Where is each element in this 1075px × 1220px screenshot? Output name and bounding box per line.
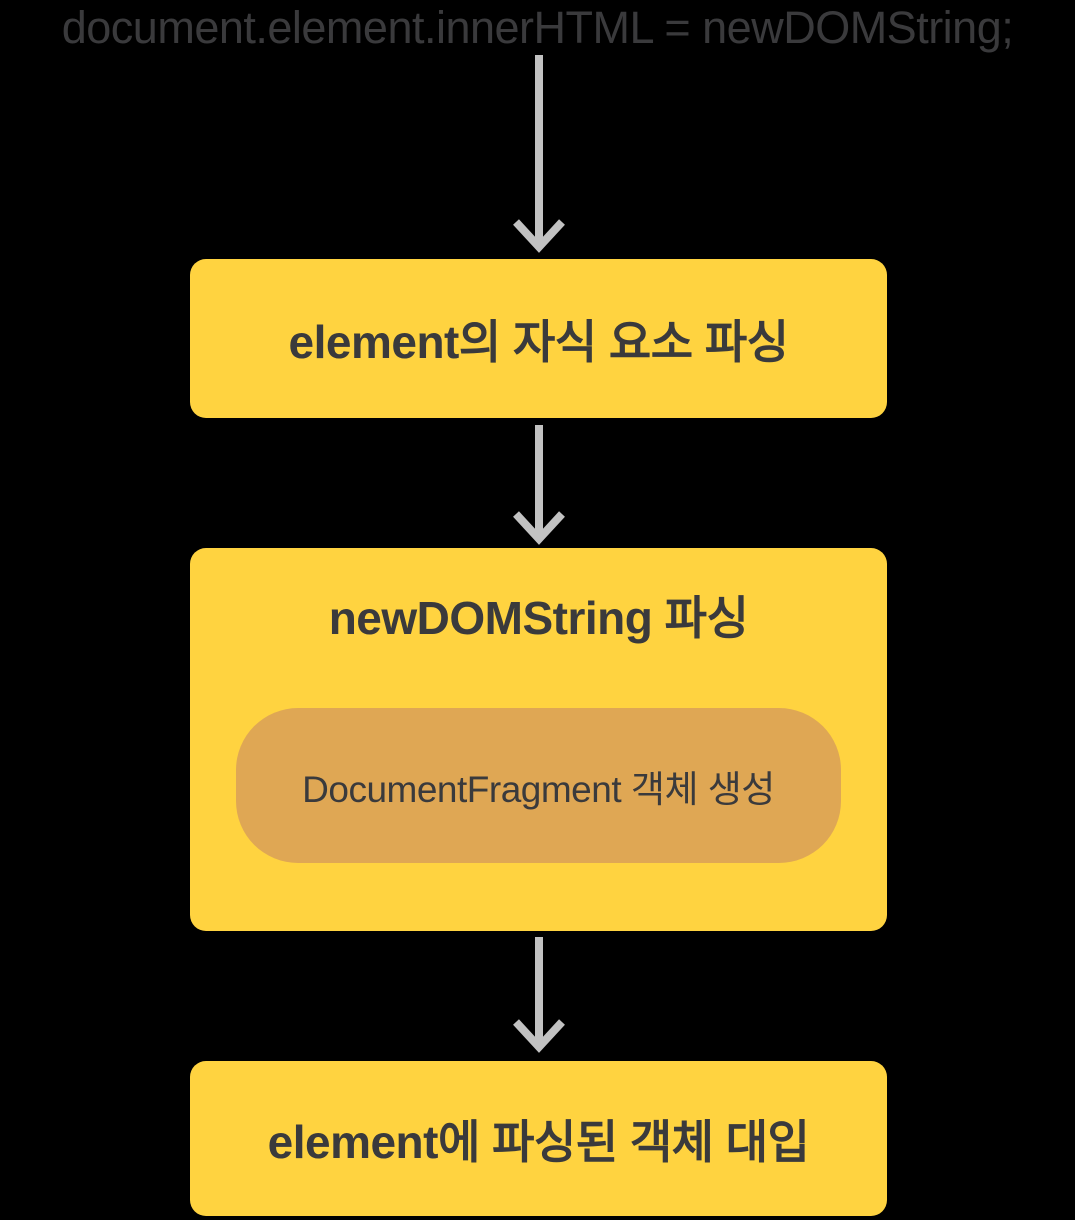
down-arrow-icon	[513, 425, 565, 545]
substep-pill-documentfragment: DocumentFragment 객체 생성	[236, 708, 841, 863]
step-box-parse-newdomstring: newDOMString 파싱 DocumentFragment 객체 생성	[190, 548, 887, 931]
step-label: element의 자식 요소 파싱	[288, 315, 789, 368]
step-label: element에 파싱된 객체 대입	[267, 1115, 810, 1168]
down-arrow-icon	[513, 937, 565, 1053]
step-box-parse-element-children: element의 자식 요소 파싱	[190, 259, 887, 418]
substep-label: DocumentFragment 객체 생성	[302, 768, 775, 810]
step-box-assign-parsed-object: element에 파싱된 객체 대입	[190, 1061, 887, 1216]
step-label: newDOMString 파싱	[328, 592, 749, 644]
down-arrow-icon	[513, 55, 565, 253]
code-statement: document.element.innerHTML = newDOMStrin…	[61, 2, 1014, 53]
